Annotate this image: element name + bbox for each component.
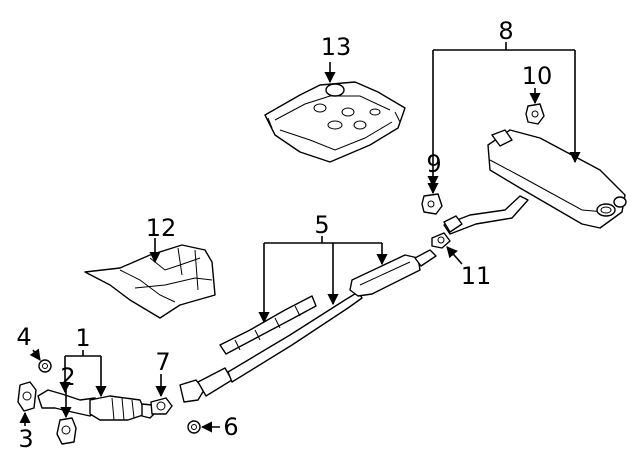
hanger-9 [421,193,443,215]
heat-shield-upper [264,81,406,163]
hanger-10 [525,103,545,125]
callout-1: 1 [75,324,90,352]
callout-2: 2 [60,363,75,391]
callout-10: 10 [522,62,553,90]
leader-lines [19,42,581,433]
callout-4: 4 [16,323,31,351]
callout-13: 13 [321,33,352,61]
rear-gasket-11 [431,232,451,249]
callout-7: 7 [155,348,170,376]
rear-muffler-assembly [443,129,627,235]
flange-nut-6 [187,420,201,434]
mid-gasket-7 [150,397,173,415]
callout-8: 8 [498,17,513,45]
flange-nut-4 [38,359,52,373]
callout-9: 9 [426,150,441,178]
callout-3: 3 [18,425,33,453]
heat-shield-front [84,244,216,319]
callout-5: 5 [314,211,329,239]
callout-11: 11 [461,262,492,290]
callout-6: 6 [223,413,238,441]
callout-12: 12 [146,214,177,242]
center-pipe-assembly [179,249,437,403]
front-gasket [56,417,77,445]
front-flange-gasket [17,381,37,412]
front-pipe-catalytic-converter [37,389,157,421]
